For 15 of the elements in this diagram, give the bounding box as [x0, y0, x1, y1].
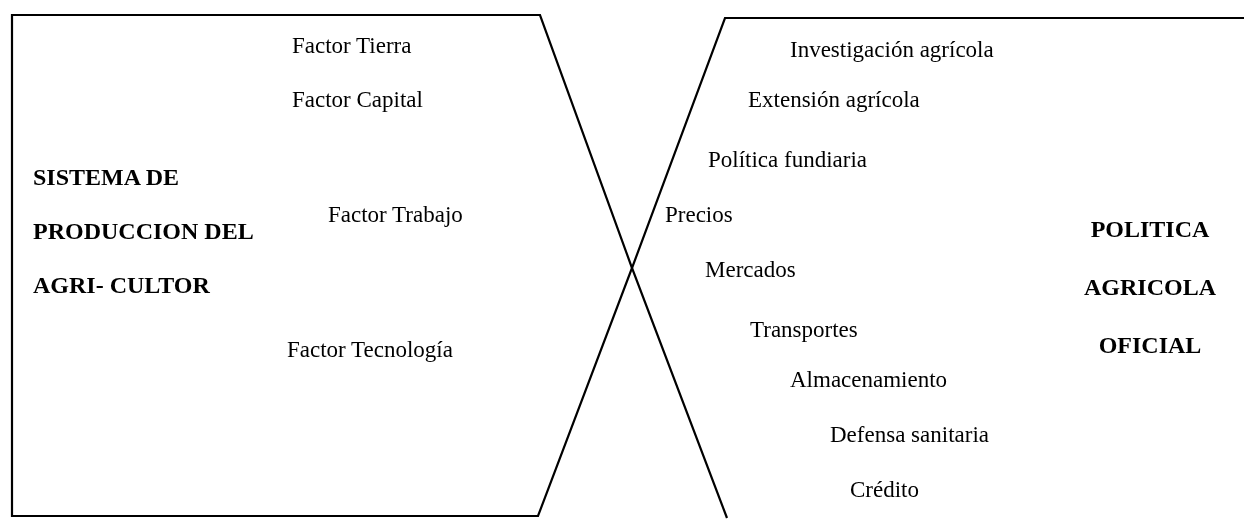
heading-text: SISTEMA DE PRODUCCION DEL AGRI- CULTOR — [33, 163, 254, 300]
factor-label: Defensa sanitaria — [830, 421, 990, 449]
factor-label: Transportes — [750, 316, 859, 344]
heading-text: POLITICA AGRICOLA OFICIAL — [1083, 215, 1217, 360]
factor-label: Almacenamiento — [790, 366, 949, 394]
factor-label: Mercados — [705, 256, 797, 284]
factor-label: Factor Tecnología — [287, 336, 454, 364]
factor-label: Factor Trabajo — [328, 201, 464, 229]
factor-label: Política fundiaria — [708, 146, 869, 174]
factor-label: Precios — [665, 201, 734, 229]
factor-label: Crédito — [850, 476, 920, 504]
factor-label: Factor Tierra — [292, 32, 413, 60]
factor-label: Factor Capital — [292, 86, 424, 114]
factor-label: Investigación agrícola — [790, 36, 995, 64]
factor-label: Extensión agrícola — [748, 86, 921, 114]
